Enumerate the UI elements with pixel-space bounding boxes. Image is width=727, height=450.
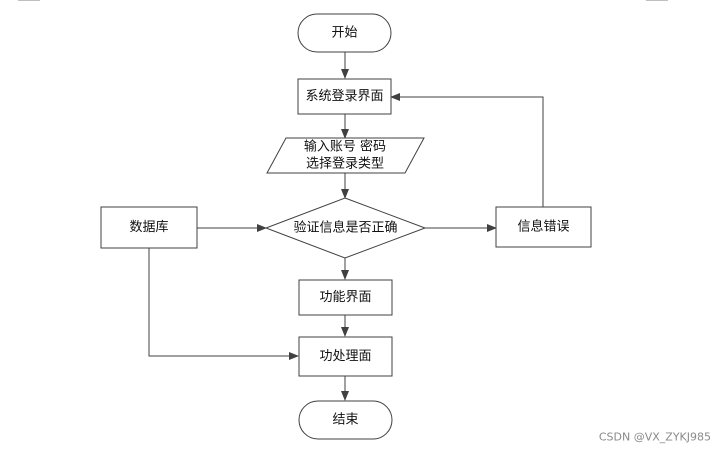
login-page-label: 系统登录界面 xyxy=(305,89,383,104)
verify-label: 验证信息是否正确 xyxy=(293,220,397,236)
database-node: 数据库 xyxy=(100,206,198,249)
end-node: 结束 xyxy=(298,400,393,440)
info-error-node: 信息错误 xyxy=(495,206,592,248)
info-error-label: 信息错误 xyxy=(517,219,569,235)
function-page-label: 功能界面 xyxy=(319,290,371,305)
start-node: 开始 xyxy=(297,13,392,53)
end-label: 结束 xyxy=(332,413,358,428)
start-label: 开始 xyxy=(331,26,357,41)
arrow-database-to-process xyxy=(148,248,299,360)
login-page-node: 系统登录界面 xyxy=(297,78,392,115)
input-node: 输入账号 密码 选择登录类型 xyxy=(266,137,425,174)
process-page-label: 功处理面 xyxy=(319,349,371,364)
watermark: CSDN @VX_ZYKJ985 xyxy=(599,431,711,444)
input-label-line1: 输入账号 密码 xyxy=(304,139,386,155)
process-page-node: 功处理面 xyxy=(298,336,393,377)
input-label-line2: 选择登录类型 xyxy=(306,157,384,172)
verify-decision-node: 验证信息是否正确 xyxy=(264,197,427,259)
connectors xyxy=(148,52,544,401)
database-label: 数据库 xyxy=(129,219,168,235)
function-page-node: 功能界面 xyxy=(298,279,393,316)
arrow-error-to-login xyxy=(390,93,544,207)
